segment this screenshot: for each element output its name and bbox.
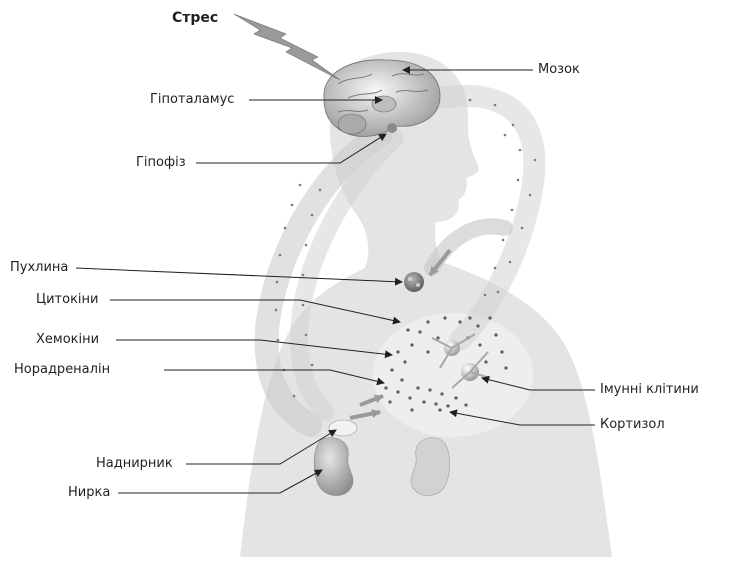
label-immune-cells: Імунні клітини xyxy=(600,382,699,398)
label-cortisol: Кортизол xyxy=(600,417,665,433)
label-brain: Мозок xyxy=(538,62,580,78)
label-stress: Стрес xyxy=(172,10,218,26)
kidney-right xyxy=(411,438,450,496)
adrenal-gland xyxy=(329,420,357,436)
lightning-bolt-icon xyxy=(234,14,340,80)
label-hypothalamus: Гіпоталамус xyxy=(150,92,234,108)
label-cytokines: Цитокіни xyxy=(36,292,98,308)
tumor xyxy=(404,272,424,292)
label-adrenal: Наднирник xyxy=(96,456,173,472)
label-chemokines: Хемокіни xyxy=(36,332,99,348)
label-noradrenaline: Норадреналін xyxy=(14,362,110,378)
label-tumor: Пухлина xyxy=(10,260,68,276)
label-kidney: Нирка xyxy=(68,485,110,501)
kidney-left xyxy=(314,438,353,496)
label-pituitary: Гіпофіз xyxy=(136,155,186,171)
